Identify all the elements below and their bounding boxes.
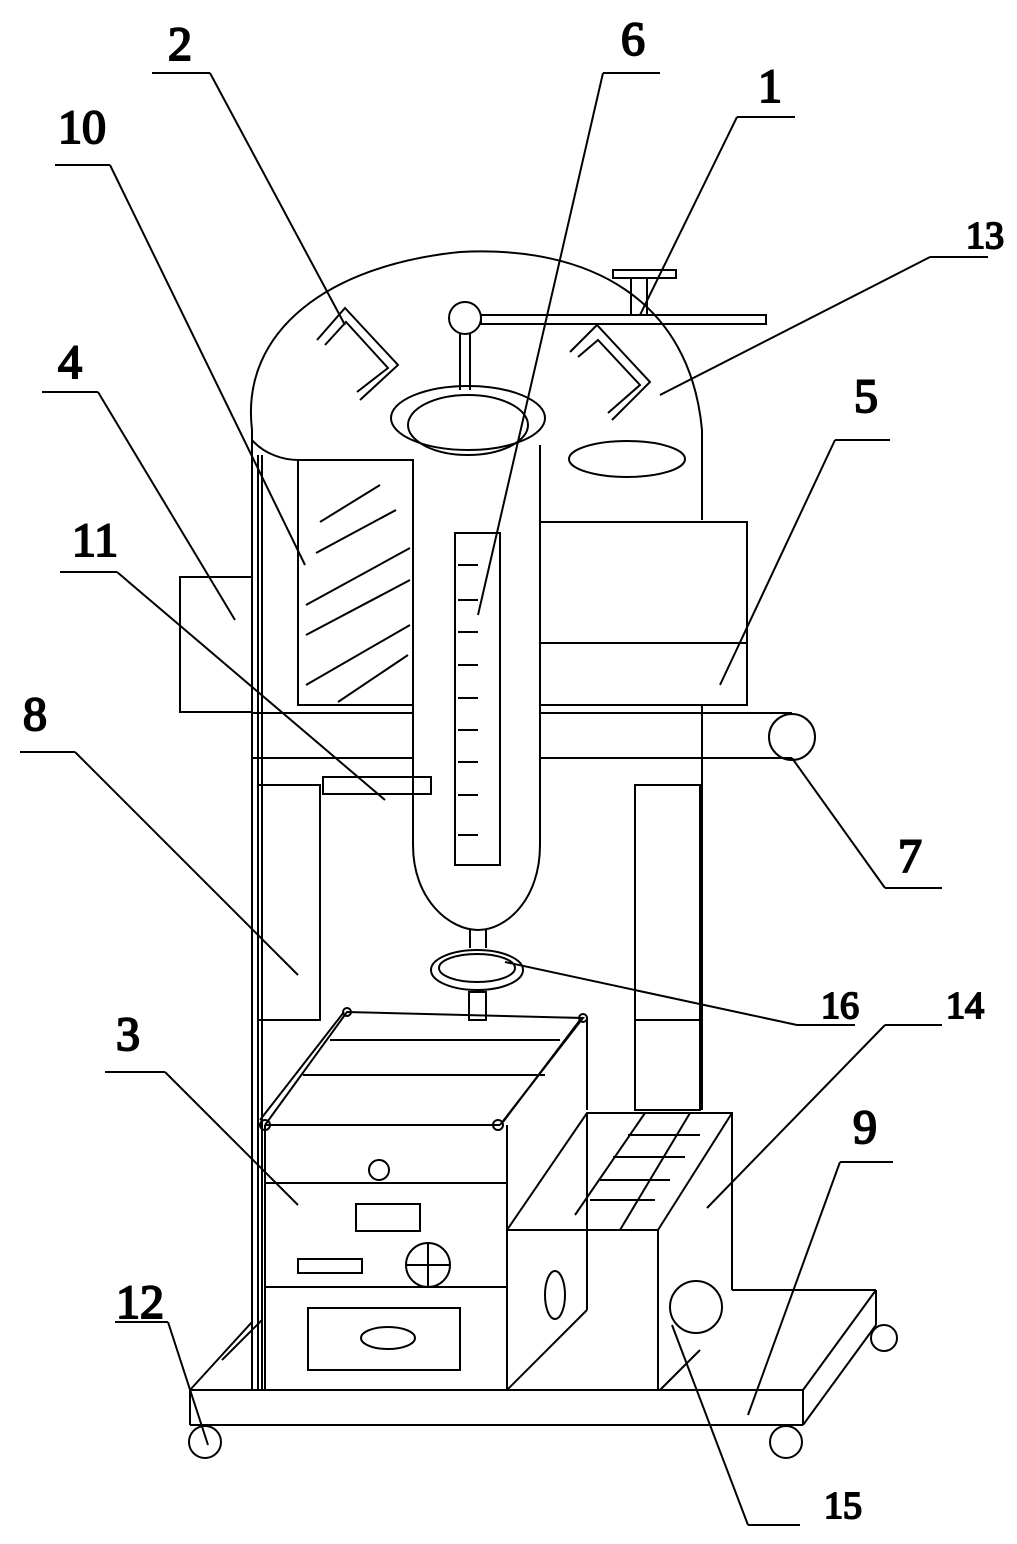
- label-10: 10: [58, 101, 106, 154]
- label-12: 12: [116, 1276, 164, 1329]
- box-5: [539, 521, 748, 706]
- hook-13: [569, 323, 652, 421]
- label-11: 11: [72, 514, 118, 567]
- crossbar: [252, 705, 792, 759]
- label-1: 1: [758, 60, 782, 113]
- base-platform-9: [189, 1289, 877, 1426]
- label-7: 7: [898, 830, 922, 883]
- machine-box-3: [221, 1007, 588, 1390]
- dome-housing: [249, 250, 703, 520]
- label-8: 8: [23, 688, 47, 741]
- label-4: 4: [58, 336, 82, 389]
- spray-head: [390, 385, 686, 478]
- label-14: 14: [946, 985, 984, 1027]
- hook-2: [316, 306, 400, 401]
- label-15: 15: [824, 1485, 862, 1527]
- label-13: 13: [966, 215, 1004, 257]
- label-5: 5: [854, 370, 878, 423]
- post-8: [257, 784, 321, 1021]
- fan-15: [669, 1280, 723, 1334]
- pivot-arm-1: [448, 269, 767, 390]
- label-9: 9: [853, 1101, 877, 1154]
- callout-labels: 2 6 1 10 13 4 5 11 8 7 16 14 3 9 12 15: [22, 12, 1005, 1528]
- leader-lines: [20, 72, 988, 1526]
- filter-panel-10: [297, 459, 414, 706]
- label-3: 3: [116, 1008, 140, 1061]
- roller-7: [768, 713, 816, 761]
- valve-16: [430, 930, 524, 1021]
- right-post: [634, 784, 701, 1111]
- shelf-11: [322, 776, 432, 795]
- central-container: [412, 445, 541, 932]
- wheels-12: [188, 1324, 898, 1459]
- box-14: [506, 1112, 733, 1391]
- graduated-tube-6: [454, 532, 501, 866]
- label-2: 2: [168, 18, 192, 71]
- box-4: [179, 576, 253, 713]
- label-6: 6: [621, 13, 645, 66]
- label-16: 16: [821, 985, 859, 1027]
